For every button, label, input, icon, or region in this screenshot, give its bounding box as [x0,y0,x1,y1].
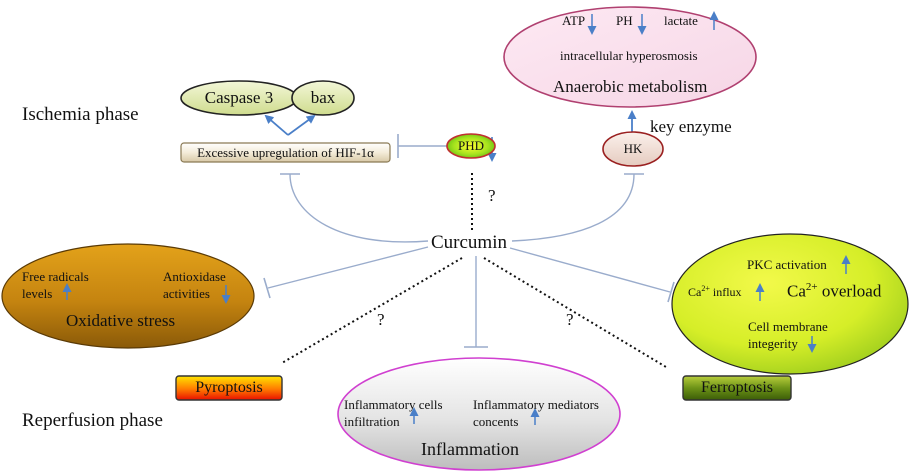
bax-ellipse [291,80,355,116]
pyroptosis-box [175,375,283,401]
calcium-ellipse [671,233,909,375]
oxidative-ellipse [1,243,255,349]
inflammation-title: Inflammation [421,439,519,459]
inflammatory-mediators-line2: concents [473,414,519,429]
membrane-label-line1: Cell membrane [748,319,828,334]
atp-label: ATP [562,13,586,28]
ca-influx-text: influx [712,285,742,299]
inhibit-line-oxidative [267,246,429,289]
inhibit-bar-oxidative [263,277,271,299]
anaerobic-subtitle: intracellular hyperosmosis [560,48,698,63]
ca-influx-charge: 2+ [701,284,710,293]
inhibit-line-hk [511,173,635,242]
ph-label: PH [616,13,633,28]
question-mark-ferroptosis: ? [566,310,574,329]
question-mark-phd: ? [488,186,496,205]
free-radicals-label-line1: Free radicals [22,269,89,284]
inflammatory-mediators-line1: Inflammatory mediators [473,397,599,412]
hk-label: HK [623,141,643,156]
inhibit-line-calcium [509,247,671,293]
ca-overload-label: Ca2+ overload [787,281,881,302]
key-enzyme-label: key enzyme [650,117,732,136]
inhibit-line-hif [289,173,429,243]
ferroptosis-label: Ferroptosis [701,379,773,396]
reperfusion-phase-label: Reperfusion phase [22,410,163,431]
ca-overload-text: overload [821,281,882,301]
antioxidase-label-line1: Antioxidase [163,269,226,284]
lactate-label: lactate [664,13,698,28]
caspase-label: Caspase 3 [204,88,274,107]
inflammatory-cells-line2: infiltration [344,414,400,429]
arrow-hif-caspase [264,114,289,136]
ca-overload-symbol: Ca [787,281,806,301]
antioxidase-label-line2: activities [163,286,210,301]
free-radicals-label-line2: levels [22,286,53,301]
ischemia-phase-label: Ischemia phase [22,104,139,125]
dotted-line-pyroptosis [281,257,463,364]
oxidative-title: Oxidative stress [66,311,176,330]
pkc-label: PKC activation [747,257,827,272]
inhibit-bar-calcium [667,281,675,303]
anaerobic-ellipse [503,6,757,108]
ca-influx-symbol: Ca [688,285,702,299]
ferroptosis-box [682,375,792,401]
curcumin-label: Curcumin [431,232,507,253]
hif-label: Excessive upregulation of HIF-1α [197,144,374,160]
ca-overload-charge: 2+ [805,281,818,293]
arrow-hif-bax [287,114,316,136]
question-mark-pyroptosis: ? [377,310,385,329]
membrane-label-line2: integerity [748,336,798,351]
pyroptosis-label: Pyroptosis [195,379,263,396]
phd-ellipse [446,133,496,159]
inflammatory-cells-line1: Inflammatory cells [344,397,443,412]
hk-ellipse [602,131,664,167]
hif-box [180,142,391,163]
anaerobic-title: Anaerobic metabolism [553,77,708,96]
inflammation-ellipse [337,357,621,471]
dotted-line-ferroptosis [483,257,667,368]
ca-influx-label: Ca2+ influx [688,284,742,300]
phd-label: PHD [457,138,484,153]
bax-label: bax [310,88,336,107]
